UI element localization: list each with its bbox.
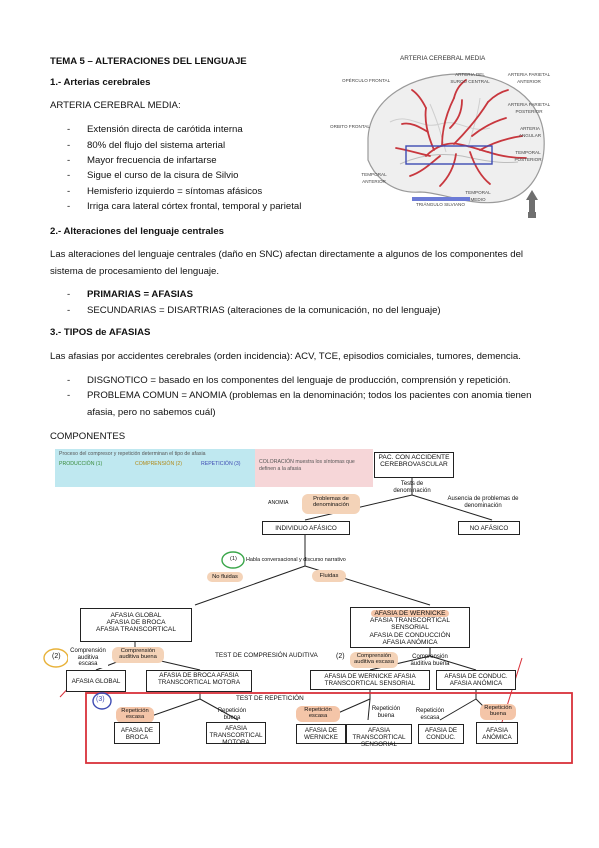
box-individuo-afasico: INDIVIDUO AFÁSICO: [262, 521, 350, 535]
list-item: 80% del flujo del sistema arterial: [87, 140, 226, 151]
section-2-paragraph: Las alteraciones del lenguaje centrales …: [50, 249, 524, 277]
label-test-comprension: TEST DE COMPRESIÓN AUDITIVA: [215, 652, 318, 659]
label-test-repeticion: TEST DE REPETICIÓN: [236, 695, 304, 702]
group-item: AFASIA DE CONDUCCIÓN: [369, 631, 451, 639]
page-title: TEMA 5 – ALTERACIONES DEL LENGUAJE: [50, 56, 247, 67]
pill-fluidas: Fluidas: [312, 570, 346, 582]
figure-label: ARTERIA PARIETAL POSTERIOR: [507, 102, 551, 114]
legend-repeticion: REPETICIÓN (3): [201, 461, 241, 467]
list-item: Irriga cara lateral córtex frontal, temp…: [87, 201, 302, 212]
box-broca-tc-motora: AFASIA DE BROCA AFASIA TRANSCORTICAL MOT…: [146, 670, 252, 692]
box-left-group: AFASIA GLOBAL AFASIA DE BROCA AFASIA TRA…: [80, 608, 192, 642]
list-item-diagnostico: DISGNOTICO = basado en los componentes d…: [87, 375, 511, 386]
section-1-heading: 1.- Arterias cerebrales: [50, 77, 151, 88]
list-dash: -: [67, 201, 71, 212]
diagram-legend: Proceso del compresor y repetición deter…: [55, 449, 373, 489]
list-dash: -: [67, 124, 71, 135]
group-item-highlight: AFASIA DE WERNICKE: [371, 610, 449, 618]
legend-coloracion: COLORACIÓN muestra los síntomas que defi…: [259, 459, 355, 472]
list-dash: -: [67, 390, 71, 401]
brain-artery-figure: ARTERIA CEREBRAL MEDIA OPÉRCULO FRONTAL …: [330, 52, 558, 224]
figure-label: TRIÁNGULO SILVIANO: [416, 202, 465, 207]
label-rep-escasa: Repetición escasa: [415, 708, 445, 721]
box-right-group: AFASIA DE WERNICKE AFASIA TRANSCORTICAL …: [350, 607, 470, 648]
figure-label: ARTERIA ANGULAR: [518, 126, 542, 138]
figure-label: TEMPORAL ANTERIOR: [361, 172, 387, 184]
mark-1: (1): [230, 556, 237, 562]
figure-label: ARTERIA DEL SURCO CENTRAL: [450, 72, 490, 84]
legend-comprension: COMPRENSIÓN (2): [135, 461, 182, 467]
list-dash: -: [67, 289, 71, 300]
group-item: AFASIA TRANSCORTICAL: [95, 626, 176, 634]
box-conduc-anomica: AFASIA DE CONDUC. AFASIA ANÓMICA: [436, 670, 516, 690]
pill-rep-buena: Repetición buena: [480, 704, 516, 720]
list-item: Mayor frecuencia de infartarse: [87, 155, 217, 166]
figure-label: TEMPORAL POSTERIOR: [514, 150, 542, 162]
list-dash: -: [67, 155, 71, 166]
label-habla: Habla conversacional y discurso narrativ…: [246, 557, 346, 563]
label-comp-escasa-left: Comprensión auditiva escasa: [68, 648, 108, 668]
label-ausencia: Ausencia de problemas de denominación: [447, 496, 519, 509]
label-anomia: ANOMIA: [268, 500, 289, 506]
pill-rep-escasa: Repetición escasa: [296, 706, 340, 722]
list-item: Sigue el curso de la cisura de Silvio: [87, 170, 239, 181]
box-no-afasico: NO AFÁSICO: [458, 521, 520, 535]
list-item: Extensión directa de carótida interna: [87, 124, 243, 135]
pill-no-fluidas: No fluidas: [207, 572, 243, 582]
legend-note: Proceso del compresor y repetición deter…: [59, 451, 206, 457]
legend-blue-band: [55, 449, 255, 487]
pill-rep-escasa: Repetición escasa: [116, 707, 154, 723]
label-tests-denominacion: Tests de denominación: [393, 481, 431, 494]
box-leaf: AFASIA TRANSCORTICAL MOTORA: [206, 722, 266, 746]
list-item-primarias: PRIMARIAS = AFASIAS: [87, 289, 193, 300]
section-1-subheading: ARTERIA CEREBRAL MEDIA:: [50, 100, 181, 111]
box-afasia-global: AFASIA GLOBAL: [66, 670, 126, 692]
figure-label: ORBITO FRONTAL: [330, 124, 370, 129]
group-item: AFASIA GLOBAL: [110, 612, 162, 619]
brain-illustration: [330, 52, 558, 224]
legend-pink-band: [255, 449, 373, 487]
legend-produccion: PRODUCCIÓN (1): [59, 461, 103, 467]
list-item-secundarias: SECUNDARIAS = DISARTRIAS (alteraciones d…: [87, 305, 441, 316]
figure-label: ARTERIA PARIETAL ANTERIOR: [507, 72, 551, 84]
box-leaf: AFASIA DE WERNICKE: [296, 724, 346, 744]
pill-comp-buena-left: Comprensión auditiva buena: [112, 647, 164, 663]
box-leaf: AFASIA ANÓMICA: [476, 722, 518, 744]
pill-problemas-denominacion: Problemas de denominación: [302, 494, 360, 514]
section-2-heading: 2.- Alteraciones del lenguaje centrales: [50, 226, 224, 237]
box-leaf: AFASIA TRANSCORTICAL SENSORIAL: [346, 724, 412, 748]
group-item: AFASIA DE BROCA: [106, 619, 166, 627]
box-leaf: AFASIA DE BROCA: [114, 722, 160, 744]
label-comp-buena-right: Comprensión auditiva buena: [410, 654, 450, 667]
figure-label: TEMPORAL MEDIO: [465, 190, 491, 202]
group-item: AFASIA ANÓMICA: [382, 638, 438, 646]
list-dash: -: [67, 170, 71, 181]
box-leaf: AFASIA DE CONDUC.: [418, 724, 464, 744]
componentes-label: COMPONENTES: [50, 431, 126, 442]
mark-2-left: (2): [52, 653, 61, 660]
list-dash: -: [67, 375, 71, 386]
figure-label: OPÉRCULO FRONTAL: [342, 78, 391, 83]
list-item-problema-comun: PROBLEMA COMUN = ANOMIA (problemas en la…: [87, 390, 532, 418]
pill-comp-escasa-right: Comprensión auditiva escasa: [350, 652, 398, 668]
section-3-paragraph: Las afasias por accidentes cerebrales (o…: [50, 351, 521, 362]
mark-2-right: (2): [336, 653, 345, 660]
list-dash: -: [67, 186, 71, 197]
mark-3: (3): [96, 696, 105, 703]
figure-title: ARTERIA CEREBRAL MEDIA: [400, 55, 486, 62]
box-wernicke-tc-sensorial: AFASIA DE WERNICKE AFASIA TRANSCORTICAL …: [310, 670, 430, 690]
label-rep-buena: Repetición buena: [217, 708, 247, 721]
group-item: AFASIA TRANSCORTICAL SENSORIAL: [369, 617, 450, 632]
section-3-heading: 3.- TIPOS de AFASIAS: [50, 327, 151, 338]
list-dash: -: [67, 140, 71, 151]
box-pac-accidente: PAC. CON ACCIDENTE CEREBROVASCULAR: [374, 452, 454, 478]
label-rep-buena: Repetición buena: [371, 706, 401, 719]
list-dash: -: [67, 305, 71, 316]
list-item: Hemisferio izquierdo = síntomas afásicos: [87, 186, 263, 197]
